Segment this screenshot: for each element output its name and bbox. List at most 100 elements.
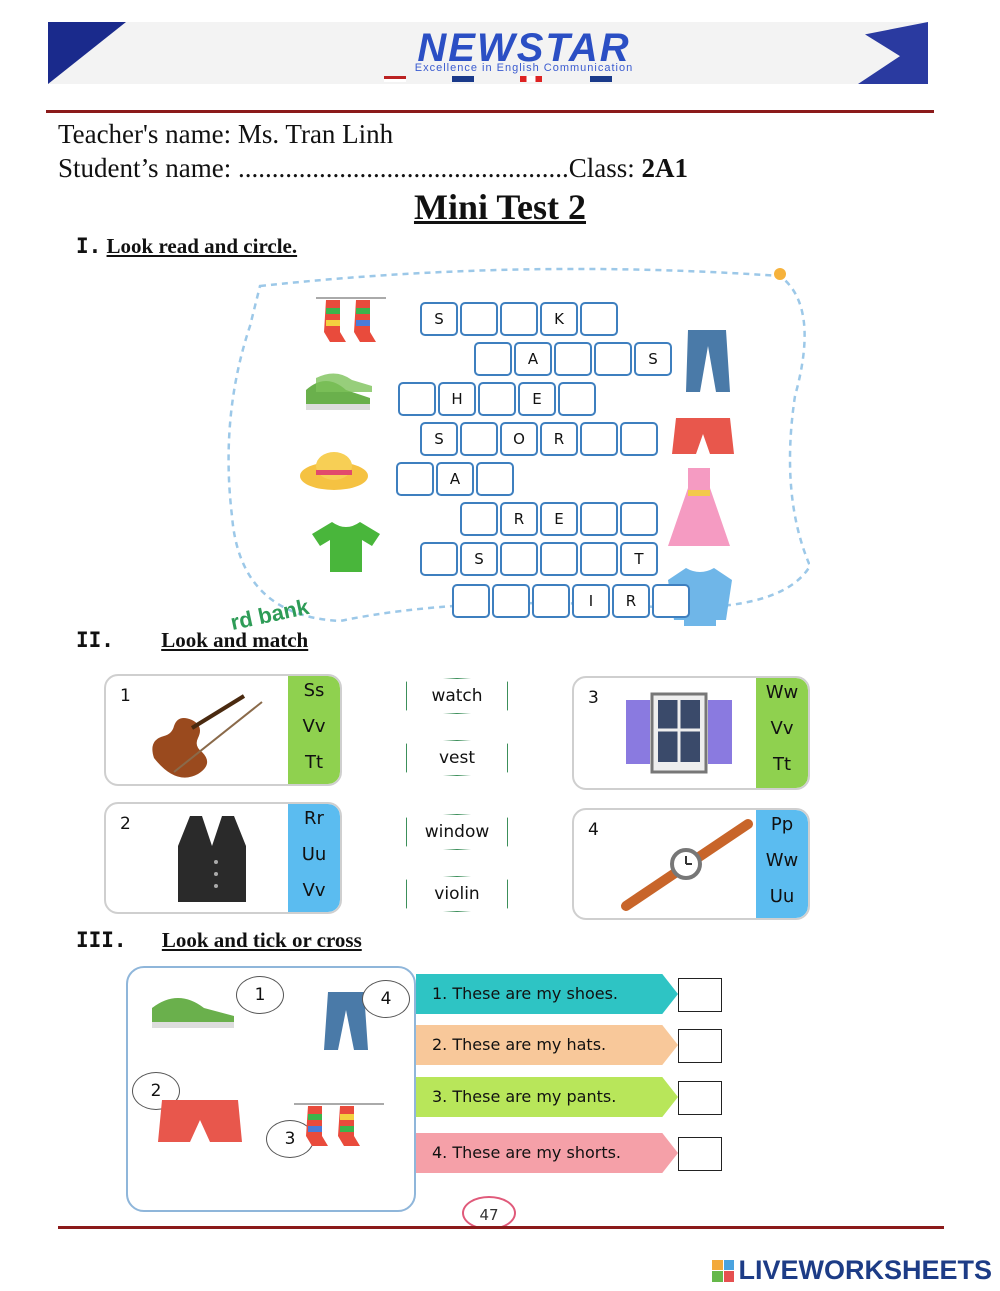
tick-box-3[interactable] <box>678 1081 722 1115</box>
shorts-icon <box>158 1100 242 1142</box>
sneakers-icon <box>152 998 234 1028</box>
sentence-1: 1. These are my shoes. <box>416 974 678 1014</box>
violin-icon <box>152 694 263 778</box>
watch-icon <box>621 819 753 911</box>
letter-option[interactable]: Uu <box>301 844 327 865</box>
letter-option[interactable]: Tt <box>772 754 792 775</box>
section-2-heading: II. Look and match <box>76 628 308 653</box>
picture-number: 3 <box>266 1120 314 1158</box>
letter-cell[interactable] <box>420 542 458 576</box>
student-name-line: Student’s name: ........................… <box>58 151 688 185</box>
letter-cell[interactable]: H <box>438 382 476 416</box>
letter-cell[interactable]: O <box>500 422 538 456</box>
letter-cell[interactable]: A <box>436 462 474 496</box>
letter-cell[interactable] <box>580 502 618 536</box>
teacher-name-line: Teacher's name: Ms. Tran Linh <box>58 119 394 149</box>
letter-options-4: Pp Ww Uu <box>756 810 808 918</box>
section-1-label: Look read and circle. <box>106 234 298 258</box>
letter-cell[interactable]: R <box>500 502 538 536</box>
letter-cell[interactable]: E <box>540 502 578 536</box>
letter-cell[interactable] <box>500 302 538 336</box>
vest-icon <box>178 816 246 902</box>
letter-cell[interactable] <box>620 502 658 536</box>
letter-cell[interactable] <box>460 302 498 336</box>
letter-option[interactable]: Ss <box>303 680 325 701</box>
header-banner: NEWSTAR Excellence in English Communicat… <box>48 22 928 84</box>
tick-box-1[interactable] <box>678 978 722 1012</box>
letter-cell[interactable]: S <box>420 422 458 456</box>
dress-icon <box>668 468 730 546</box>
letter-options-3: Ww Vv Tt <box>756 678 808 788</box>
class-value: 2A1 <box>641 153 689 183</box>
letter-cell[interactable] <box>580 422 618 456</box>
page-number-badge: 47 <box>462 1196 516 1226</box>
letter-option[interactable]: Uu <box>769 886 795 907</box>
tick-box-4[interactable] <box>678 1137 722 1171</box>
tick-box-2[interactable] <box>678 1029 722 1063</box>
word-tag-violin[interactable]: violin <box>406 876 508 912</box>
letter-option[interactable]: Ww <box>765 850 799 871</box>
letter-cell[interactable] <box>540 542 578 576</box>
match-card-3: 3 Ww Vv Tt <box>572 676 810 790</box>
letter-option[interactable]: Vv <box>302 716 326 737</box>
letter-cell[interactable]: S <box>634 342 672 376</box>
letter-cell[interactable]: A <box>514 342 552 376</box>
letter-cell[interactable] <box>580 302 618 336</box>
card-number: 4 <box>588 820 599 840</box>
section-1-number: I. <box>76 234 102 258</box>
letter-option[interactable]: Vv <box>302 880 326 901</box>
letter-cell[interactable]: R <box>612 584 650 618</box>
footer-rule <box>58 1226 944 1229</box>
letter-cell[interactable]: S <box>420 302 458 336</box>
letter-cell[interactable]: R <box>540 422 578 456</box>
letter-cell[interactable] <box>460 422 498 456</box>
socks-icon <box>316 297 386 342</box>
picture-number: 1 <box>236 976 284 1014</box>
letter-cell[interactable] <box>474 342 512 376</box>
letter-cell[interactable] <box>652 584 690 618</box>
letter-cell[interactable] <box>580 542 618 576</box>
letter-cell[interactable]: E <box>518 382 556 416</box>
card-number: 3 <box>588 688 599 708</box>
letter-cell[interactable] <box>478 382 516 416</box>
us-flag-icon <box>384 76 406 82</box>
word-tag-window[interactable]: window <box>406 814 508 850</box>
letter-cell[interactable] <box>452 584 490 618</box>
letter-cell[interactable] <box>594 342 632 376</box>
word-tag-vest[interactable]: vest <box>406 740 508 776</box>
word-tag-watch[interactable]: watch <box>406 678 508 714</box>
brand-tagline: Excellence in English Communication <box>414 62 634 74</box>
letter-cell[interactable]: I <box>572 584 610 618</box>
header-rule <box>46 110 934 113</box>
letter-cell[interactable]: T <box>620 542 658 576</box>
letter-cell[interactable] <box>500 542 538 576</box>
sentence-3: 3. These are my pants. <box>416 1077 678 1117</box>
section-1-heading: I. Look read and circle. <box>76 234 297 259</box>
letter-cell[interactable]: S <box>460 542 498 576</box>
letter-cell[interactable] <box>476 462 514 496</box>
card-number: 1 <box>120 686 131 706</box>
letter-options-1: Ss Vv Tt <box>288 676 340 784</box>
flower-icon <box>774 268 786 280</box>
window-icon <box>626 692 732 774</box>
letter-cell[interactable]: K <box>540 302 578 336</box>
letter-cell[interactable] <box>554 342 592 376</box>
letter-cell[interactable] <box>460 502 498 536</box>
section-2-label: Look and match <box>161 628 309 652</box>
letter-cell[interactable] <box>620 422 658 456</box>
card-number: 2 <box>120 814 131 834</box>
letter-option[interactable]: Pp <box>770 814 794 835</box>
letter-cell[interactable] <box>492 584 530 618</box>
letter-cell[interactable] <box>398 382 436 416</box>
letter-option[interactable]: Ww <box>765 682 799 703</box>
jeans-icon <box>686 330 730 392</box>
letter-option[interactable]: Rr <box>304 808 324 829</box>
banner-left-wedge <box>48 22 126 84</box>
letter-cell[interactable] <box>558 382 596 416</box>
letter-cell[interactable] <box>532 584 570 618</box>
letter-option[interactable]: Vv <box>770 718 794 739</box>
section-3-number: III. <box>76 928 127 952</box>
liveworksheets-logo: LIVEWORKSHEETS <box>712 1255 992 1286</box>
letter-cell[interactable] <box>396 462 434 496</box>
letter-option[interactable]: Tt <box>304 752 324 773</box>
